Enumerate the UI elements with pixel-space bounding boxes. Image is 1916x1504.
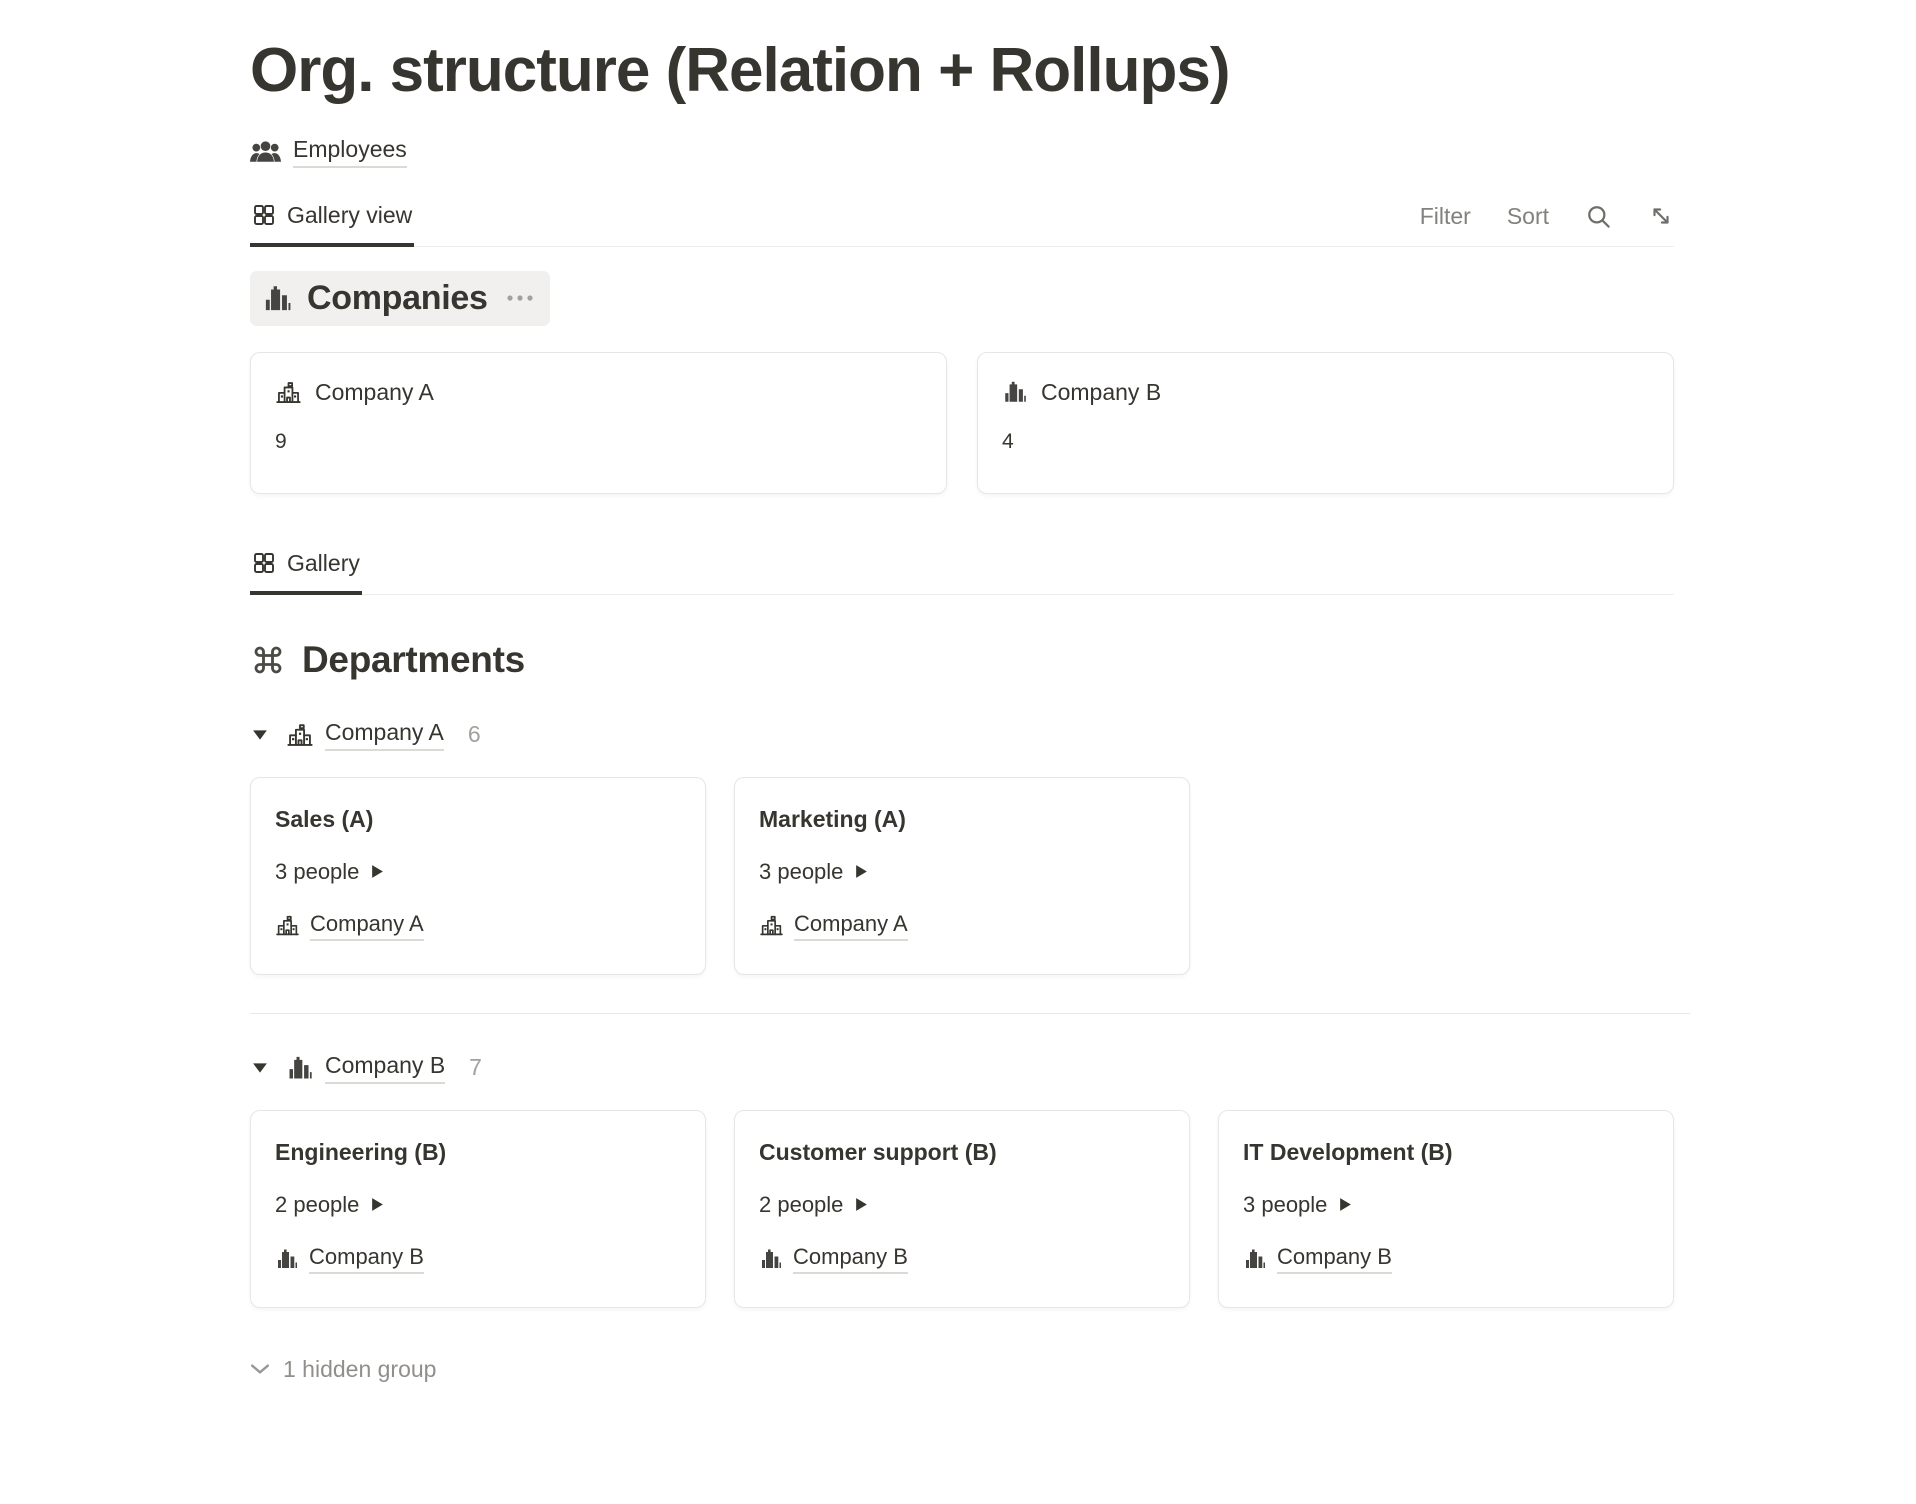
play-icon [855, 864, 868, 879]
company-relation-link[interactable]: Company A [275, 911, 424, 941]
city-buildings-icon [262, 283, 293, 314]
gallery-toolbar: Gallery [250, 542, 1674, 595]
people-count-label: 3 people [1243, 1191, 1328, 1217]
people-rollup: 3 people [759, 859, 1165, 885]
company-card-value: 4 [1002, 429, 1014, 453]
group-company-b-link[interactable]: Company B [286, 1052, 446, 1084]
group-header-company-b: Company B 7 [250, 1052, 1674, 1084]
department-card-title: Engineering (B) [275, 1138, 447, 1165]
grid-icon [252, 551, 276, 575]
school-building-icon [286, 721, 314, 749]
department-card-marketing[interactable]: Marketing (A) 3 people Company A [734, 776, 1190, 975]
school-building-icon [275, 913, 300, 938]
company-relation-link[interactable]: Company B [759, 1244, 908, 1274]
ellipsis-icon[interactable] [506, 294, 534, 302]
departments-grid-company-b: Engineering (B) 2 people Company B Custo… [250, 1109, 1674, 1308]
breadcrumb-employees-link[interactable]: Employees [250, 136, 407, 168]
play-icon [1339, 1197, 1352, 1212]
company-relation-link[interactable]: Company A [759, 911, 908, 941]
tab-gallery-view-label: Gallery view [287, 201, 413, 228]
play-icon [371, 864, 384, 879]
city-buildings-icon [759, 1247, 783, 1271]
department-card-title: Customer support (B) [759, 1138, 997, 1165]
tab-gallery-label: Gallery [287, 549, 360, 576]
expand-diagonal-icon[interactable] [1648, 203, 1674, 229]
empty-grid-cell [1218, 777, 1674, 975]
triangle-down-icon[interactable] [250, 727, 270, 743]
command-icon [250, 642, 286, 678]
group-company-a-link[interactable]: Company A [286, 719, 444, 751]
sort-button[interactable]: Sort [1506, 202, 1549, 229]
people-rollup: 3 people [1243, 1192, 1649, 1218]
page-title: Org. structure (Relation + Rollups) [250, 36, 1231, 105]
tab-gallery-view[interactable]: Gallery view [250, 194, 415, 247]
department-card-title: IT Development (B) [1243, 1138, 1453, 1165]
school-building-icon [759, 913, 784, 938]
group-divider [250, 1012, 1690, 1014]
hidden-group-label: 1 hidden group [283, 1355, 437, 1382]
people-count-label: 3 people [759, 858, 844, 884]
search-icon[interactable] [1585, 203, 1612, 230]
hidden-group-toggle[interactable]: 1 hidden group [250, 1356, 436, 1383]
department-card-engineering[interactable]: Engineering (B) 2 people Company B [250, 1109, 706, 1308]
company-relation-label: Company B [793, 1244, 908, 1274]
department-card-it-development[interactable]: IT Development (B) 3 people Company B [1218, 1109, 1674, 1308]
triangle-down-icon[interactable] [250, 1060, 270, 1076]
people-count-label: 3 people [275, 858, 360, 884]
company-a-card[interactable]: Company A 9 [250, 351, 947, 494]
breadcrumb-label: Employees [293, 136, 407, 168]
people-icon [250, 139, 281, 165]
group-count: 7 [469, 1054, 482, 1080]
chevron-down-icon [250, 1363, 270, 1375]
department-card-title: Marketing (A) [759, 805, 906, 832]
tab-gallery[interactable]: Gallery [250, 542, 362, 595]
companies-db-title[interactable]: Companies [250, 270, 550, 326]
filter-button[interactable]: Filter [1419, 202, 1471, 229]
people-count-label: 2 people [759, 1191, 844, 1217]
toolbar-controls: Filter Sort [1420, 203, 1674, 246]
city-buildings-icon [1243, 1247, 1267, 1271]
city-buildings-icon [275, 1247, 299, 1271]
group-header-company-a: Company A 6 [250, 719, 1674, 751]
page-content: Org. structure (Relation + Rollups) Empl… [250, 32, 1690, 1383]
people-rollup: 2 people [275, 1192, 681, 1218]
company-relation-label: Company A [794, 911, 908, 941]
grid-icon [252, 203, 276, 227]
company-relation-label: Company B [1277, 1244, 1392, 1274]
group-name: Company A [325, 719, 444, 751]
people-count-label: 2 people [275, 1191, 360, 1217]
company-relation-link[interactable]: Company B [275, 1244, 424, 1274]
department-card-sales[interactable]: Sales (A) 3 people Company A [250, 776, 706, 975]
people-rollup: 3 people [275, 859, 681, 885]
companies-card-grid: Company A 9 Company B 4 [250, 351, 1674, 494]
city-buildings-icon [1002, 379, 1028, 405]
company-relation-label: Company B [309, 1244, 424, 1274]
people-rollup: 2 people [759, 1192, 1165, 1218]
department-card-customer-support[interactable]: Customer support (B) 2 people Company B [734, 1109, 1190, 1308]
departments-db-title[interactable]: Departments [250, 639, 1674, 681]
department-card-title: Sales (A) [275, 805, 374, 832]
view-toolbar: Gallery view Filter Sort [250, 194, 1674, 247]
play-icon [371, 1197, 384, 1212]
departments-grid-company-a: Sales (A) 3 people Company A Marketing (… [250, 776, 1674, 975]
company-card-value: 9 [275, 429, 287, 453]
group-name: Company B [325, 1052, 446, 1084]
company-relation-label: Company A [310, 911, 424, 941]
city-buildings-icon [286, 1054, 314, 1082]
companies-title-label: Companies [307, 278, 488, 317]
company-relation-link[interactable]: Company B [1243, 1244, 1392, 1274]
group-count: 6 [467, 721, 481, 747]
play-icon [855, 1197, 868, 1212]
company-card-name: Company A [315, 378, 434, 405]
school-building-icon [275, 379, 302, 406]
company-b-card[interactable]: Company B 4 [977, 351, 1674, 494]
departments-title-label: Departments [302, 638, 525, 680]
company-card-name: Company B [1041, 378, 1162, 405]
